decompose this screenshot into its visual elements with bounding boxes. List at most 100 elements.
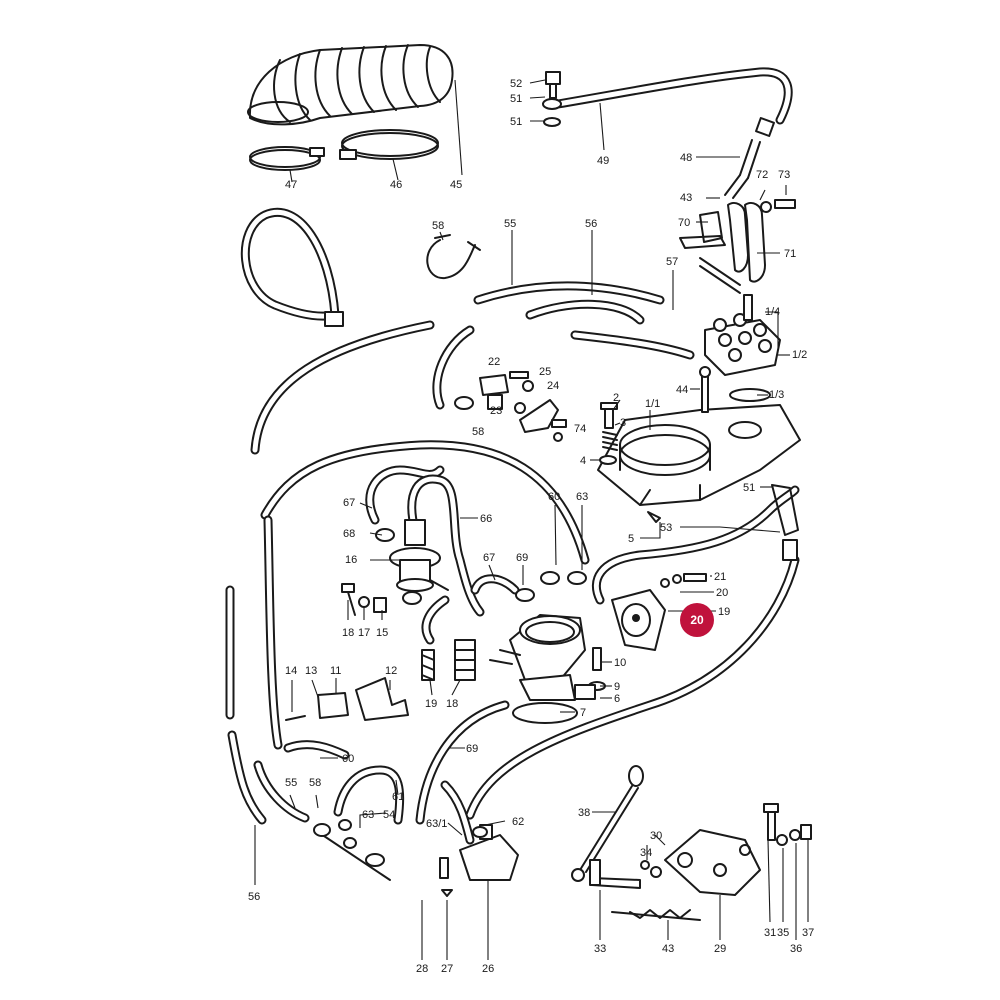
- label-60a: 60: [548, 491, 560, 503]
- label-13: 14: [285, 665, 297, 677]
- air-intake-boot: [247, 44, 454, 126]
- label-51a: 51: [510, 93, 522, 105]
- valve-28: [439, 824, 519, 897]
- label-45: 44: [676, 384, 688, 396]
- label-19: 19: [425, 698, 437, 710]
- label-1-1: 1/1: [645, 398, 660, 410]
- label-31: 29: [714, 943, 726, 955]
- leader-lines: [254, 79, 809, 960]
- label-65: 67: [343, 497, 355, 509]
- label-62: 62: [512, 816, 524, 828]
- label-72: 73: [778, 169, 790, 181]
- label-58c: 58: [309, 777, 321, 789]
- label-59: 58: [432, 220, 444, 232]
- label-18: 18: [446, 698, 458, 710]
- label-26: 24: [547, 380, 559, 392]
- throttle-linkage: [571, 765, 812, 921]
- label-43: 43: [662, 943, 674, 955]
- bracket-10-13: [285, 677, 409, 721]
- label-5: 5: [628, 533, 634, 545]
- label-46: 45: [450, 179, 462, 191]
- label-34: 34: [640, 847, 652, 859]
- highlight-circle: [680, 603, 714, 637]
- label-55b: 55: [285, 777, 297, 789]
- hose-loops: [240, 208, 695, 750]
- label-30: 28: [416, 963, 428, 975]
- fuel-line-53: [465, 484, 800, 820]
- label-61: 61: [392, 791, 404, 803]
- label-35: 35: [777, 927, 789, 939]
- bracket-assembly: [679, 199, 796, 294]
- label-2: 2: [613, 392, 619, 404]
- fuel-distributor: [704, 294, 781, 402]
- label-32b: 31: [764, 927, 776, 939]
- label-71: 72: [756, 169, 768, 181]
- label-29: 27: [441, 963, 453, 975]
- label-48: 47: [285, 179, 297, 191]
- label-52: 52: [510, 78, 522, 90]
- label-15: 16: [345, 554, 357, 566]
- label-14: 15: [376, 627, 388, 639]
- label-1-3: 1/3: [769, 389, 784, 401]
- label-10: 11: [330, 665, 341, 677]
- label-56: 56: [585, 218, 597, 230]
- clip-59: [426, 234, 481, 280]
- label-55a: 55: [504, 218, 516, 230]
- label-69: 70: [678, 217, 690, 229]
- pressure-regulator: [365, 465, 485, 617]
- label-36: 36: [790, 943, 802, 955]
- air-flow-housing: [597, 366, 801, 506]
- label-70: 71: [784, 248, 796, 260]
- label-16: 17: [358, 627, 370, 639]
- label-63a: 63: [576, 491, 588, 503]
- label-27: 25: [539, 366, 551, 378]
- label-64: 66: [480, 513, 492, 525]
- hose-66: [421, 571, 587, 645]
- label-49: 48: [680, 152, 692, 164]
- highlight-label: 20: [690, 613, 704, 627]
- label-58a: 57: [666, 256, 678, 268]
- bolt-set-14-17: [341, 583, 387, 616]
- bolts-2-5: [599, 402, 661, 523]
- hose-clamp-small: [249, 146, 325, 171]
- label-53: 53: [660, 522, 672, 534]
- label-8: 9: [614, 681, 620, 693]
- label-1-2: 1/2: [792, 349, 807, 361]
- label-23: 21: [714, 571, 726, 583]
- label-1-4: 1/4: [765, 306, 780, 318]
- label-54: 54: [383, 809, 395, 821]
- label-67a: 68: [343, 528, 355, 540]
- callout-labels: 45 46 47 52 51 51 49 48 43 70 71 72 73 5…: [248, 78, 814, 975]
- label-66: 67: [483, 552, 495, 564]
- label-22: 20: [716, 587, 728, 599]
- label-50: 49: [597, 155, 609, 167]
- label-51c: 51: [743, 482, 755, 494]
- label-68: 69: [466, 743, 478, 755]
- label-38: 38: [578, 807, 590, 819]
- label-73: 74: [574, 423, 586, 435]
- hose-57: [225, 585, 405, 825]
- label-63b: 63: [362, 809, 374, 821]
- throttle-body: [421, 614, 606, 724]
- label-28: 26: [482, 963, 494, 975]
- label-21: 19: [718, 606, 730, 618]
- label-6: 6: [614, 693, 620, 705]
- label-51b: 51: [510, 116, 522, 128]
- label-67b: 69: [516, 552, 528, 564]
- hose-clamp-large: [339, 129, 439, 160]
- hose-68: [415, 700, 510, 845]
- label-57: 56: [248, 891, 260, 903]
- label-11: 12: [385, 665, 397, 677]
- label-33: 33: [594, 943, 606, 955]
- label-4: 4: [580, 455, 586, 467]
- fuel-line-50: [542, 67, 793, 199]
- label-60b: 60: [342, 753, 354, 765]
- highlight-marker: 20: [680, 603, 714, 637]
- label-63-1: 63/1: [426, 818, 447, 830]
- label-37: 37: [802, 927, 814, 939]
- part-20-diaphragm: [591, 485, 800, 651]
- label-24: 22: [488, 356, 500, 368]
- label-25: 23: [490, 405, 502, 417]
